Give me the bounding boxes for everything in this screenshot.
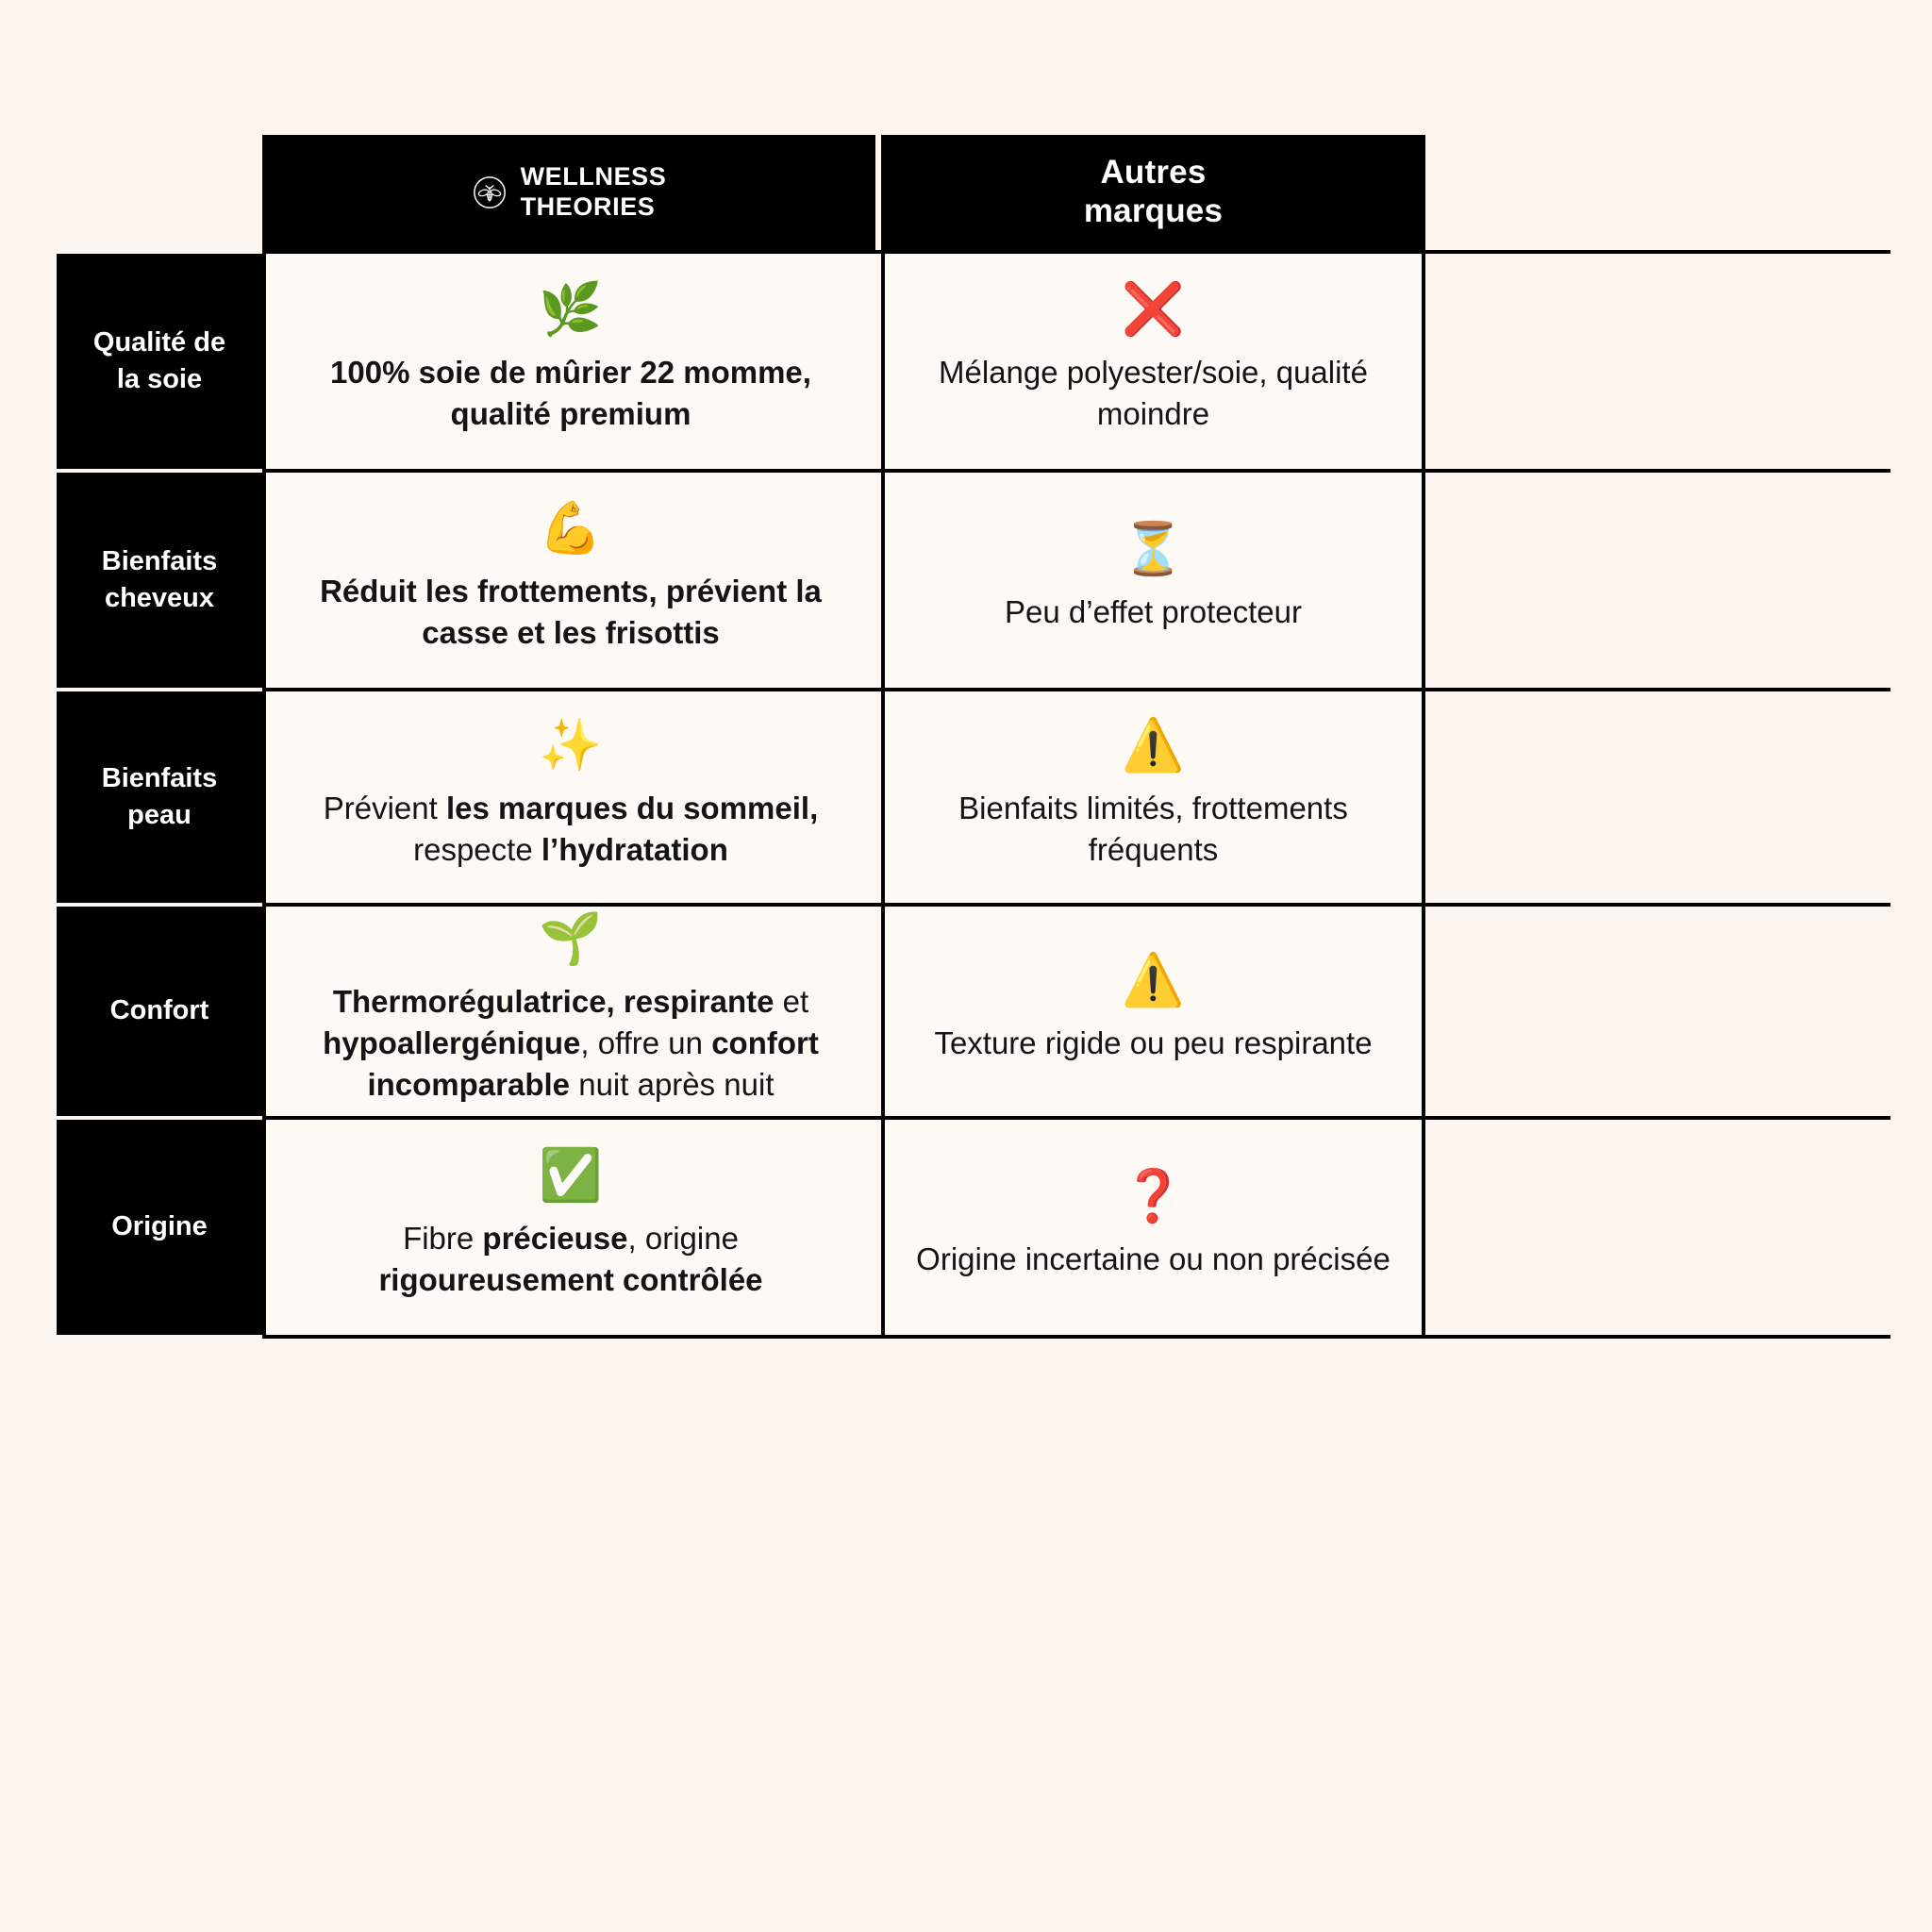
cell-text: Thermorégulatrice, respirante et hypoall… <box>297 981 844 1107</box>
column-gap <box>875 473 881 688</box>
table-cell-brand: 🌱 Thermorégulatrice, respirante et hypoal… <box>262 907 875 1116</box>
row-label-line: Confort <box>109 995 209 1026</box>
text-segment-regular: Mélange polyester/soie, qualité moindre <box>939 354 1368 431</box>
other-title-line1: Autres <box>1100 154 1207 192</box>
table-cell-other: ⏳ Peu d’effet protecteur <box>881 473 1425 688</box>
text-segment-bold: l’hydratation <box>541 832 728 867</box>
table-header-row: WELLNESS THEORIES Autres marques <box>57 135 1890 250</box>
row-label-line: Qualité de <box>92 326 226 358</box>
brand-name-line1: WELLNESS <box>520 162 667 192</box>
brand-wordmark: WELLNESS THEORIES <box>521 162 667 223</box>
column-gap <box>875 1120 881 1335</box>
bee-in-circle-icon <box>472 175 508 210</box>
row-label-line: Bienfaits <box>101 762 218 793</box>
header-label-spacer <box>57 135 262 250</box>
cell-text: Réduit les frottements, prévient la cass… <box>320 573 822 650</box>
row-label-text: Origine <box>111 1208 208 1245</box>
row-label-line: cheveux <box>104 583 215 613</box>
text-segment-regular: respecte <box>413 832 541 867</box>
row-label-line: peau <box>127 800 192 830</box>
red-cross-mark-emoji: ❌ <box>1121 280 1186 338</box>
text-segment-regular: , offre un <box>580 1024 712 1060</box>
table-cell-other: ⚠️ Texture rigide ou peu respirante <box>881 907 1425 1116</box>
row-label-text: Confort <box>110 992 209 1029</box>
text-segment-regular: , origine <box>627 1220 739 1256</box>
text-segment-bold: hypoallergénique <box>323 1024 581 1060</box>
flexed-biceps-emoji: 💪 <box>539 499 603 557</box>
cell-text: Prévient les marques du sommeil, respect… <box>297 788 844 871</box>
header-cell-other-brands: Autres marques <box>881 135 1425 250</box>
cell-text: 100% soie de mûrier 22 momme, qualité pr… <box>330 354 811 431</box>
warning-triangle-emoji: ⚠️ <box>1121 716 1186 774</box>
herb-leaf-emoji: 🌿 <box>539 280 603 338</box>
white-check-mark-emoji: ✅ <box>539 1146 603 1204</box>
text-segment-regular: nuit après nuit <box>570 1067 774 1103</box>
text-segment-regular: Bienfaits limités, frottements fréquents <box>958 790 1348 867</box>
cell-text: Peu d’effet protecteur <box>1005 591 1302 633</box>
row-label-cell: Origine <box>57 1116 262 1339</box>
row-label-line: Bienfaits <box>101 545 218 576</box>
text-segment-bold: confort incomparable <box>367 1024 819 1103</box>
table-cell-brand: 💪 Réduit les frottements, prévient la cas… <box>262 473 875 688</box>
column-gap <box>875 907 881 1116</box>
text-segment-bold: les marques du sommeil, <box>445 790 819 825</box>
table-row: Bienfaits cheveux 💪 Réduit les frottements,… <box>57 469 1890 691</box>
column-gap <box>875 254 881 469</box>
text-segment-regular: Texture rigide ou peu respirante <box>934 1024 1373 1060</box>
other-brands-title: Autres marques <box>1084 154 1223 231</box>
cell-text: Mélange polyester/soie, qualité moindre <box>908 352 1399 435</box>
cell-text: Origine incertaine ou non précisée <box>916 1239 1391 1280</box>
comparison-table: WELLNESS THEORIES Autres marques Qualité… <box>57 135 1890 1339</box>
brand-lockup: WELLNESS THEORIES <box>472 162 667 223</box>
brand-name-line2: THEORIES <box>520 192 656 221</box>
text-segment-regular: Prévient <box>323 790 446 825</box>
cell-text: Texture rigide ou peu respirante <box>934 1023 1372 1064</box>
text-segment-regular: Fibre <box>403 1220 483 1256</box>
text-segment-regular: Peu d’effet protecteur <box>1005 593 1302 629</box>
row-label-cell: Qualité de la soie <box>57 250 262 473</box>
table-cell-brand: ✅ Fibre précieuse, origine rigoureusement… <box>262 1120 875 1335</box>
table-cell-other: ⚠️ Bienfaits limités, frottements fréquen… <box>881 691 1425 903</box>
row-label-cell: Bienfaits cheveux <box>57 469 262 691</box>
cell-text: Fibre précieuse, origine rigoureusement … <box>297 1218 844 1301</box>
row-label-cell: Confort <box>57 903 262 1120</box>
warning-triangle-emoji: ⚠️ <box>1121 951 1186 1008</box>
row-label-text: Qualité de la soie <box>93 325 225 398</box>
row-label-text: Bienfaits peau <box>102 760 217 834</box>
text-segment-bold: rigoureusement contrôlée <box>378 1262 763 1297</box>
table-body: Qualité de la soie 🌿 100% soie de mûrier 22… <box>57 250 1890 1339</box>
table-cell-other: ❓ Origine incertaine ou non précisée <box>881 1120 1425 1335</box>
table-row: Bienfaits peau ✨ Prévient les marques du so… <box>57 688 1890 907</box>
table-cell-brand: ✨ Prévient les marques du sommeil, respec… <box>262 691 875 903</box>
red-question-mark-emoji: ❓ <box>1121 1167 1186 1224</box>
table-row: Confort 🌱 Thermorégulatrice, respirante et… <box>57 903 1890 1120</box>
row-label-line: Origine <box>111 1211 208 1242</box>
column-gap <box>875 691 881 903</box>
text-segment-bold: précieuse <box>482 1220 628 1256</box>
sparkles-emoji: ✨ <box>539 716 603 774</box>
table-cell-brand: 🌿 100% soie de mûrier 22 momme, qualité p… <box>262 254 875 469</box>
cell-text: Bienfaits limités, frottements fréquents <box>908 788 1399 871</box>
header-column-gap <box>875 135 881 250</box>
other-title-line2: marques <box>1083 192 1224 229</box>
table-cell-other: ❌ Mélange polyester/soie, qualité moindre <box>881 254 1425 469</box>
text-segment-regular: et <box>774 983 809 1019</box>
text-segment-bold: Thermorégulatrice, respirante <box>332 983 774 1019</box>
table-row: Origine ✅ Fibre précieuse, origine rigoure… <box>57 1116 1890 1339</box>
hourglass-emoji: ⏳ <box>1121 520 1186 577</box>
header-cell-brand: WELLNESS THEORIES <box>262 135 875 250</box>
table-row: Qualité de la soie 🌿 100% soie de mûrier 22… <box>57 250 1890 473</box>
row-label-text: Bienfaits cheveux <box>102 543 217 617</box>
row-label-line: la soie <box>116 364 203 394</box>
seedling-emoji: 🌱 <box>539 909 603 967</box>
text-segment-regular: Origine incertaine ou non précisée <box>916 1241 1391 1276</box>
row-label-cell: Bienfaits peau <box>57 688 262 907</box>
